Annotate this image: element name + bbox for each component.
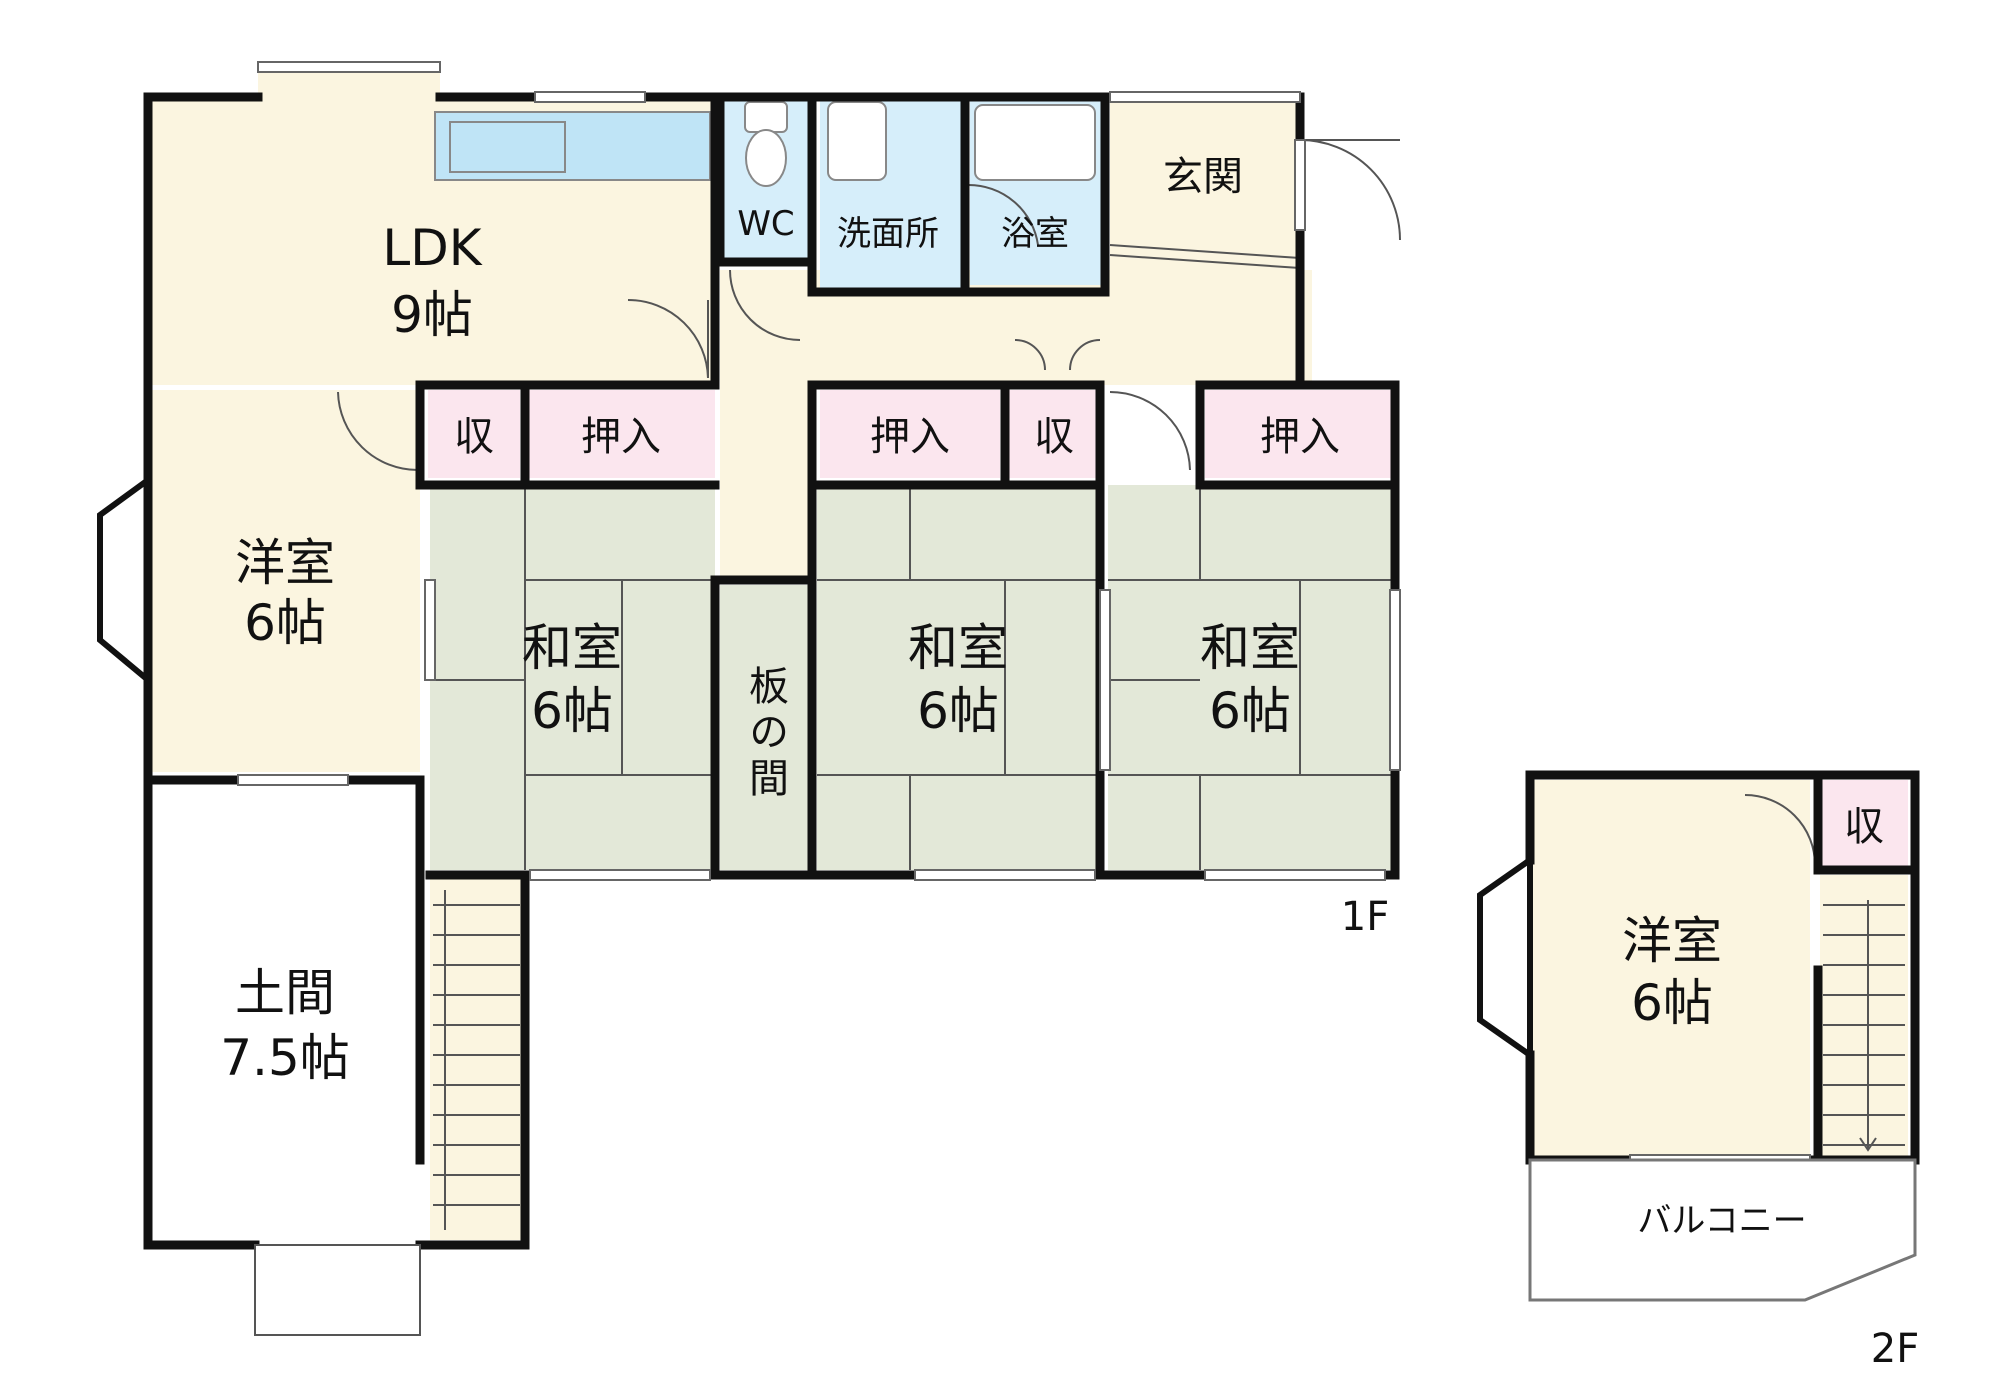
balcony-label: バルコニー [1637, 1201, 1806, 1241]
ldk-bay [258, 70, 440, 100]
itanoma-floor [720, 585, 808, 870]
doma-name: 土間 [235, 964, 335, 1022]
shu2-label: 収 [1034, 414, 1074, 460]
stairs1-floor [430, 875, 522, 1240]
balcony-outline [1528, 1158, 1917, 1302]
oshiire2-floor [820, 390, 1000, 478]
corridor-vertical [720, 270, 812, 576]
shu2-floor [1008, 390, 1100, 478]
genkan-label: 玄関 [1163, 154, 1243, 200]
bathtub [974, 104, 1096, 181]
shu3-label: 収 [1844, 804, 1884, 850]
floor-2f-label: 2F [1871, 1326, 1919, 1372]
ldk-name: LDK [382, 219, 482, 277]
washitsu1-floor [430, 485, 715, 870]
yoshitsu1-name: 洋室 [235, 534, 335, 592]
yoshitsu2-floor [1530, 780, 1810, 1160]
washitsu1-name: 和室 [522, 619, 622, 677]
washitsu3-size: 6帖 [1209, 682, 1291, 740]
oshiire2-label: 押入 [870, 414, 950, 460]
toilet-tank [744, 101, 788, 133]
floor-1f-label: 1F [1341, 894, 1389, 940]
bay-window-2f [1477, 854, 1533, 1061]
genkan-floor [1110, 97, 1300, 385]
oshiire1-floor [528, 390, 715, 478]
doma-entrance [254, 1244, 421, 1336]
doma-size: 7.5帖 [220, 1029, 350, 1087]
ldk-size: 9帖 [391, 286, 473, 344]
bay-window-1f [97, 474, 151, 687]
wc-label: WC [737, 204, 794, 244]
washitsu2-floor [817, 485, 1099, 870]
yoshitsu1-size: 6帖 [244, 594, 326, 652]
washitsu2-size: 6帖 [917, 682, 999, 740]
yoshitsu1-floor [148, 390, 420, 772]
yoshitsu2-name: 洋室 [1622, 912, 1722, 970]
yokushitsu-label: 浴室 [1001, 214, 1069, 254]
sink [449, 121, 566, 173]
toilet-bowl [745, 129, 787, 187]
washitsu1-size: 6帖 [531, 682, 613, 740]
oshiire3-label: 押入 [1260, 414, 1340, 460]
washitsu3-floor [1108, 485, 1395, 870]
stairs2-floor [1820, 875, 1908, 1160]
shu3-floor [1820, 780, 1908, 868]
oshiire3-floor [1205, 390, 1395, 478]
oshiire1-label: 押入 [581, 414, 661, 460]
washitsu2-name: 和室 [908, 619, 1008, 677]
yoshitsu2-size: 6帖 [1631, 974, 1713, 1032]
washitsu3-name: 和室 [1200, 619, 1300, 677]
wash-basin [827, 101, 887, 181]
shu1-floor [428, 390, 520, 478]
shu1-label: 収 [454, 414, 494, 460]
itanoma-label: 板の間 [742, 665, 788, 803]
senmen-label: 洗面所 [837, 214, 939, 254]
